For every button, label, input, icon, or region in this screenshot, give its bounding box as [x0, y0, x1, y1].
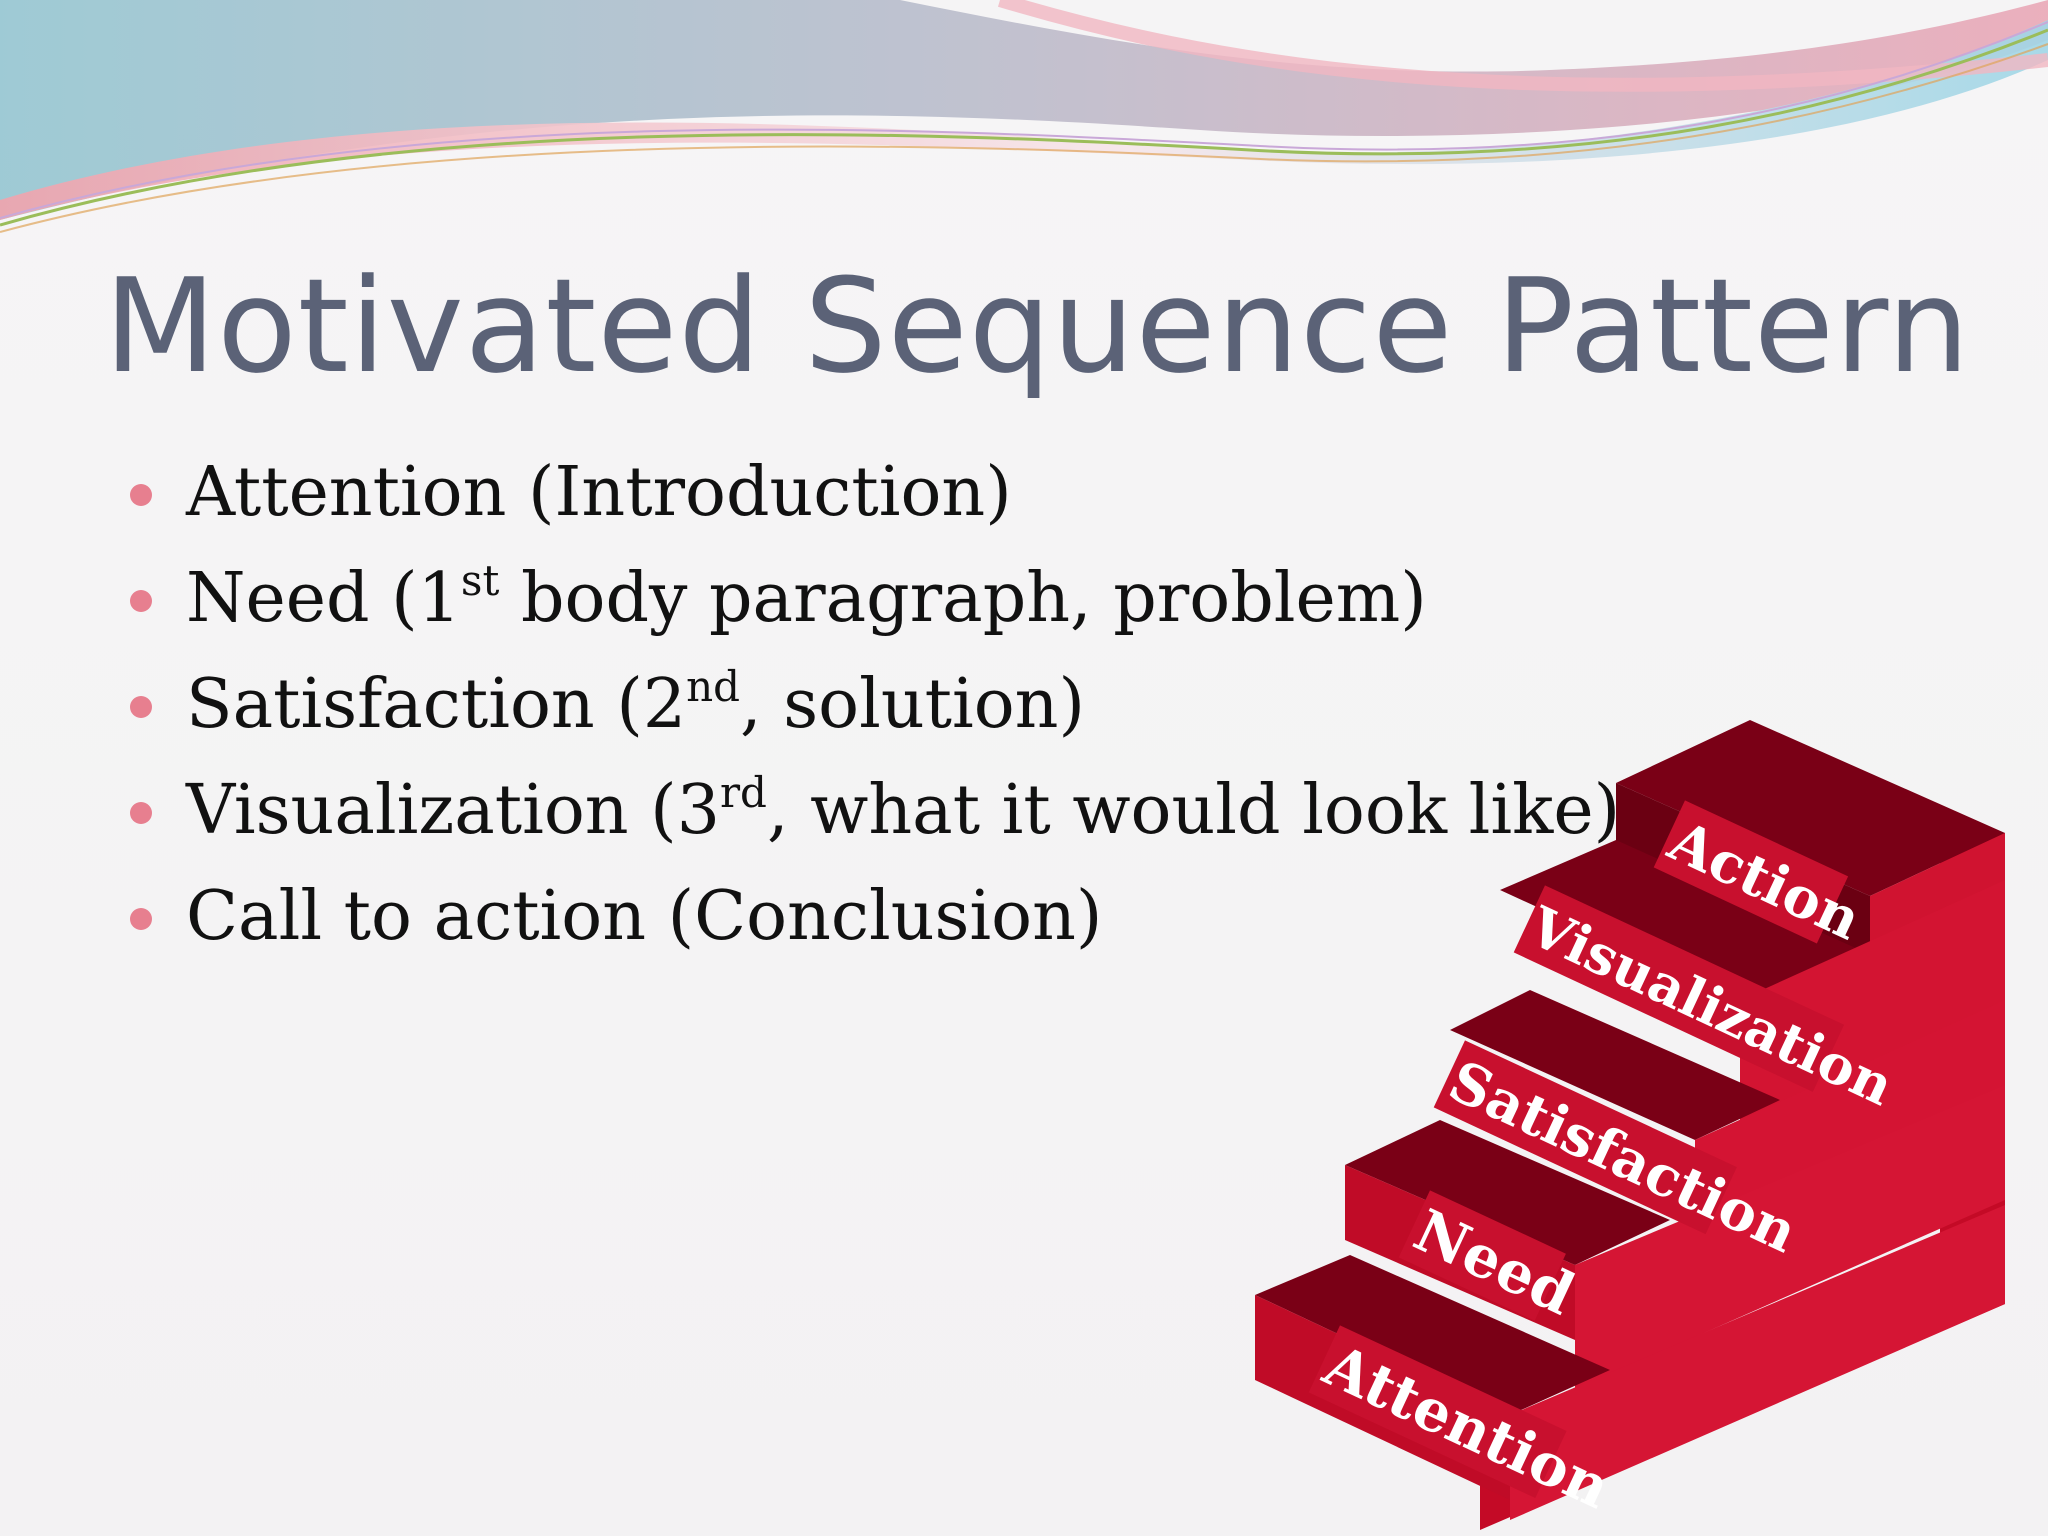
bullet-dot-icon [130, 590, 152, 612]
bullet-superscript: nd [686, 662, 741, 711]
step-top-need [1345, 1120, 1670, 1265]
step-top-action [1616, 720, 2005, 896]
bullet-item-visualization: Visualization (3rd, what it would look l… [130, 758, 1620, 864]
step-riser-attention [1510, 1205, 2005, 1520]
step-top-attention [1255, 1255, 1610, 1415]
decorative-wave-header [0, 0, 2048, 233]
bullet-dot-icon [130, 484, 152, 506]
bullet-text: Satisfaction (2 [186, 665, 687, 744]
bullet-text: Call to action (Conclusion) [186, 877, 1103, 956]
bullet-dot-icon [130, 908, 152, 930]
bullet-list: Attention (Introduction) Need (1st body … [130, 440, 1620, 970]
bullet-text: Attention (Introduction) [186, 453, 1012, 532]
bullet-dot-icon [130, 696, 152, 718]
bullet-text-continued: , what it would look like) [766, 771, 1621, 850]
bullet-item-attention: Attention (Introduction) [130, 440, 1620, 546]
bullet-text-continued: , solution) [740, 665, 1085, 744]
step-riser-need [1575, 1085, 2005, 1390]
bullet-superscript: st [460, 556, 500, 605]
bullet-text: Visualization (3 [186, 771, 720, 850]
bullet-dot-icon [130, 802, 152, 824]
bullet-item-need: Need (1st body paragraph, problem) [130, 546, 1620, 652]
bullet-text: Need (1 [186, 559, 461, 638]
bullet-text-continued: body paragraph, problem) [499, 559, 1427, 638]
bullet-superscript: rd [719, 768, 767, 817]
slide-title: Motivated Sequence Pattern [104, 250, 1971, 402]
bullet-item-satisfaction: Satisfaction (2nd, solution) [130, 652, 1620, 758]
step-top-satisfaction [1450, 990, 1780, 1140]
staircase-graphic: Attention Need Satisfaction Visualizatio… [1255, 720, 2005, 1530]
bullet-item-call-to-action: Call to action (Conclusion) [130, 864, 1620, 970]
step-top-visualization [1500, 840, 1860, 1000]
